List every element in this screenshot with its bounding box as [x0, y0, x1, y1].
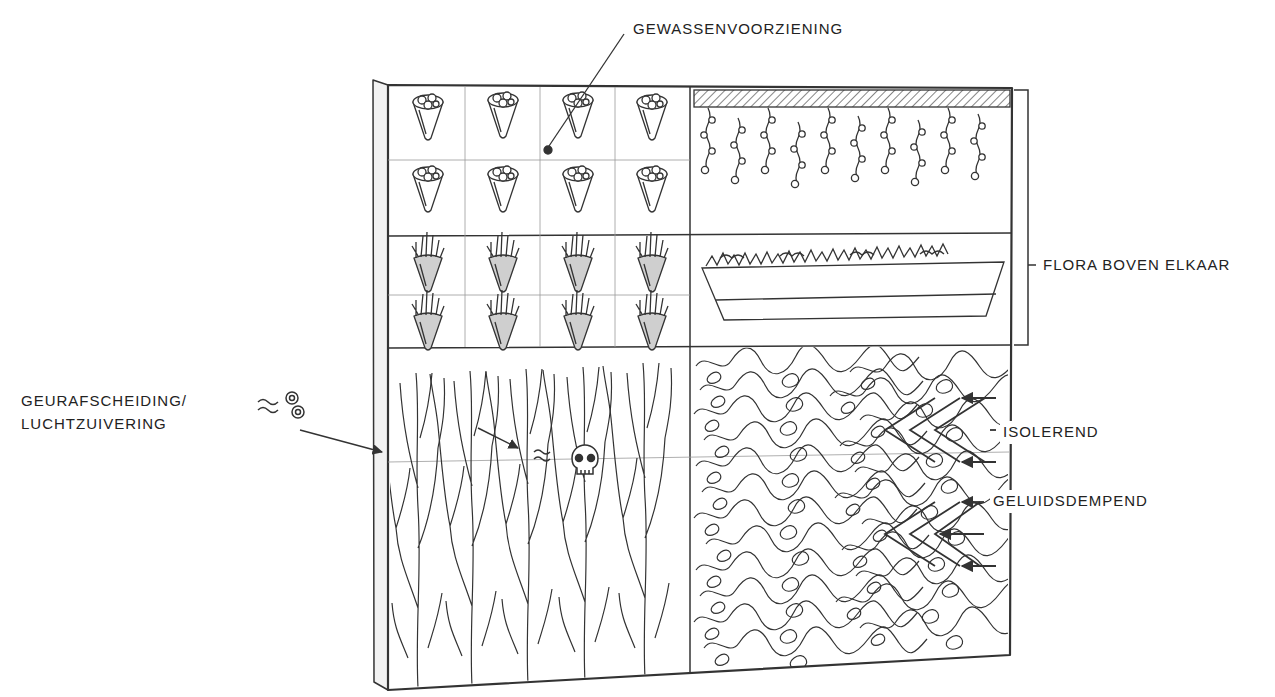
- air-purification-symbols: [581, 470, 589, 474]
- air-purification-symbols: [290, 396, 295, 401]
- wool-insulation: [850, 351, 1073, 393]
- grid-lines: [540, 87, 541, 347]
- plant-trough: [702, 262, 1004, 320]
- plant-trough: [720, 251, 944, 258]
- roots: [376, 373, 445, 688]
- crop-pods: [412, 232, 444, 292]
- wool-insulation: [856, 555, 1079, 597]
- sound-chevrons: [935, 398, 985, 462]
- hanging-plants: [911, 120, 925, 186]
- callout-label: GEURAFSCHEIDING/ LUCHTZUIVERING: [18, 390, 224, 435]
- hanging-plants: [821, 108, 835, 174]
- air-purification-symbols: [296, 410, 301, 415]
- air-purification-symbols: [258, 392, 598, 474]
- air-purification-symbols: [576, 455, 583, 462]
- wool-insulation: [700, 369, 923, 411]
- air-purification-symbols: [300, 430, 382, 452]
- roots: [376, 363, 672, 688]
- wool-insulation: [860, 607, 1083, 649]
- air-purification-symbols: [572, 445, 598, 474]
- callout-label: GELUIDSDEMPEND: [990, 490, 1151, 513]
- hanging-plants: [694, 90, 1010, 107]
- sound-chevrons: [940, 533, 984, 535]
- wall-frame: [388, 85, 1012, 690]
- crop-pods: [562, 290, 594, 350]
- crop-pods: [413, 94, 443, 140]
- leader-line: [544, 146, 552, 154]
- sound-chevrons: [962, 501, 984, 503]
- crop-pods: [637, 94, 667, 140]
- crop-pods: [562, 232, 594, 292]
- roots: [430, 371, 499, 686]
- air-purification-symbols: [588, 455, 595, 462]
- bracket: [1014, 90, 1036, 345]
- wool-insulation: [694, 497, 917, 539]
- sound-chevrons: [962, 397, 996, 399]
- crop-pods: [488, 92, 518, 138]
- hanging-plants: [694, 90, 1010, 188]
- wool-insulation: [694, 393, 917, 435]
- wool-insulation: [706, 523, 929, 565]
- leader-line: [544, 34, 624, 154]
- crop-pods: [488, 166, 518, 212]
- air-purification-symbols: [534, 450, 550, 461]
- hanging-plants: [791, 122, 805, 188]
- plant-trough: [706, 244, 948, 266]
- crop-pods: [413, 166, 443, 212]
- sound-chevrons: [885, 398, 996, 566]
- wall-frame: [388, 345, 1010, 348]
- hanging-plants: [851, 116, 865, 182]
- air-purification-symbols: [292, 406, 304, 418]
- callout-label: GEWASSENVOORZIENING: [630, 18, 846, 41]
- callout-label: ISOLEREND: [1000, 421, 1102, 444]
- leader-line: [549, 34, 624, 146]
- crop-pods: [563, 92, 593, 138]
- wool-insulation: [694, 601, 917, 643]
- crop-pods: [412, 92, 668, 350]
- air-purification-symbols: [478, 428, 518, 448]
- hanging-plants: [761, 108, 775, 174]
- crop-pods: [636, 290, 668, 350]
- crop-pods: [487, 232, 519, 292]
- hanging-plants: [971, 114, 985, 180]
- crop-pods: [412, 290, 444, 350]
- crop-pods: [636, 232, 668, 292]
- wall-frame: [373, 80, 1012, 690]
- hanging-plants: [731, 118, 745, 184]
- hanging-plants: [701, 108, 715, 174]
- grid-lines: [465, 87, 466, 347]
- plant-trough: [702, 244, 1004, 320]
- sound-chevrons: [990, 429, 996, 431]
- crop-pods: [637, 166, 667, 212]
- callout-label: FLORA BOVEN ELKAAR: [1040, 254, 1233, 277]
- air-purification-symbols: [258, 400, 278, 413]
- air-purification-symbols: [286, 392, 298, 404]
- wall-frame: [388, 233, 1011, 236]
- wool-insulation: [842, 529, 1065, 571]
- roots: [603, 363, 672, 678]
- wool-insulation: [855, 451, 1078, 493]
- grid-lines: [388, 160, 690, 161]
- wool-insulation: [704, 627, 927, 669]
- wall-frame: [373, 80, 388, 690]
- bracket: [1014, 90, 1036, 345]
- grid-lines: [615, 87, 616, 347]
- crop-pods: [487, 290, 519, 350]
- wall-frame: [689, 87, 691, 672]
- wool-insulation: [702, 471, 925, 513]
- crop-pods: [563, 166, 593, 212]
- wool-insulation: [696, 445, 919, 487]
- sound-chevrons: [962, 565, 996, 567]
- roots: [543, 367, 612, 682]
- plant-trough: [716, 294, 996, 300]
- hanging-plants: [941, 108, 955, 174]
- wool-insulation: [696, 549, 919, 591]
- hanging-plants: [881, 108, 895, 174]
- sound-chevrons: [962, 461, 996, 463]
- roots: [486, 369, 555, 684]
